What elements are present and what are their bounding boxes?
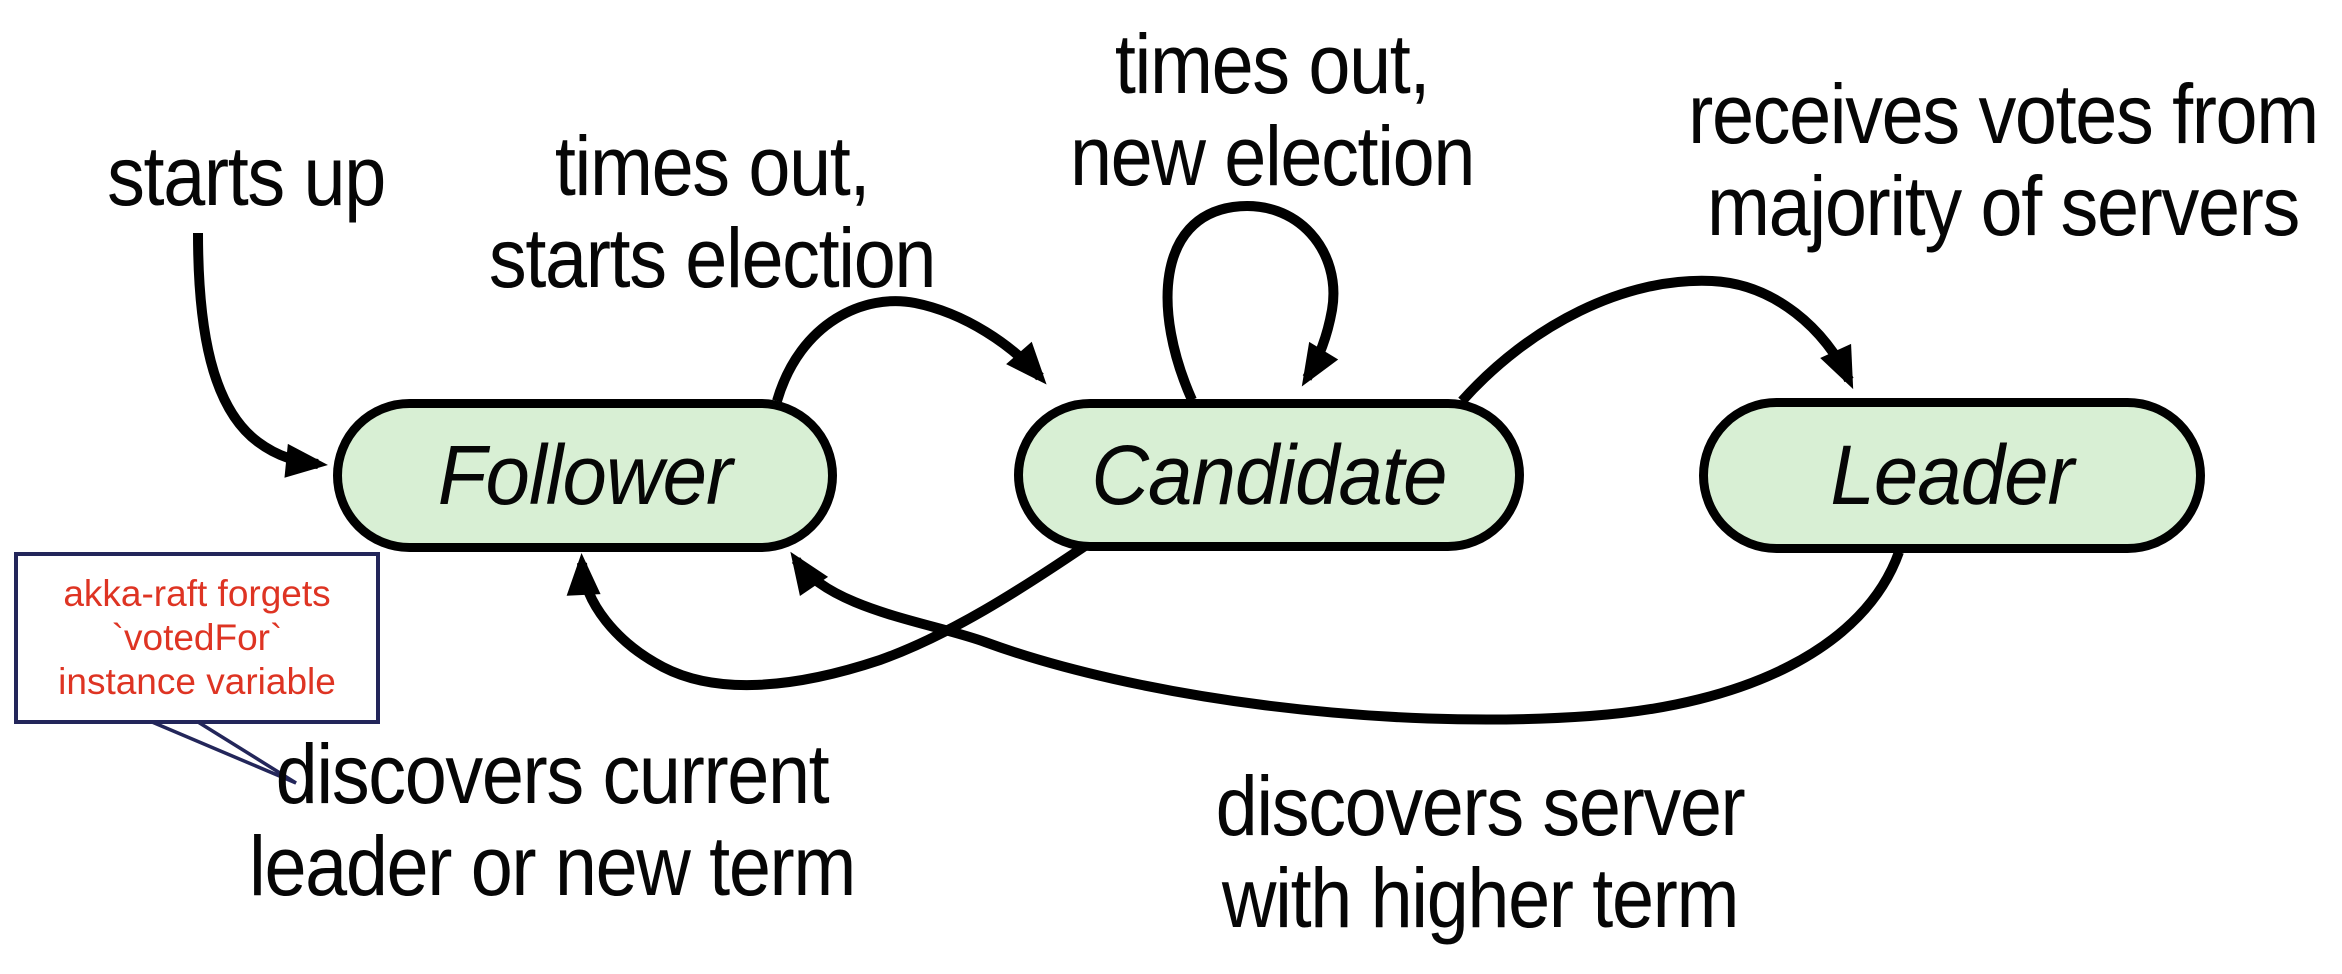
state-follower: Follower xyxy=(333,399,837,552)
label-times-out-new-election: times out, new election xyxy=(1069,17,1475,203)
label-line: starts election xyxy=(488,211,937,305)
annotation-callout: akka-raft forgets `votedFor` instance va… xyxy=(14,552,380,724)
state-follower-label: Follower xyxy=(438,428,733,522)
label-line: times out, xyxy=(554,119,871,213)
candidate-to-leader-arrow xyxy=(1458,275,1854,405)
label-line: new election xyxy=(1069,109,1475,203)
label-line: majority of servers xyxy=(1707,159,2300,253)
label-starts-up: starts up xyxy=(107,129,386,223)
annotation-line: akka-raft forgets xyxy=(63,573,331,614)
label-line: times out, xyxy=(1114,17,1431,111)
label-times-out-starts-election: times out, starts election xyxy=(488,119,937,305)
label-line: receives votes from xyxy=(1688,67,2319,161)
candidate-self-loop-arrow xyxy=(1162,201,1339,403)
label-line: starts up xyxy=(107,129,386,223)
label-line: leader or new term xyxy=(249,819,856,913)
label-line: discovers server xyxy=(1215,759,1746,853)
annotation-line: instance variable xyxy=(58,661,336,702)
annotation-pointer-line xyxy=(151,720,297,785)
state-candidate-label: Candidate xyxy=(1091,427,1447,522)
label-line: with higher term xyxy=(1221,851,1740,945)
state-leader-label: Leader xyxy=(1830,428,2075,522)
annotation-line: `votedFor` xyxy=(111,617,283,658)
state-candidate: Candidate xyxy=(1014,399,1524,551)
leader-to-follower-arrow xyxy=(790,550,1904,725)
label-line: discovers current xyxy=(275,727,830,821)
label-discovers-current: discovers current leader or new term xyxy=(249,727,856,913)
candidate-to-follower-arrow xyxy=(566,541,1088,691)
label-receives-votes: receives votes from majority of servers xyxy=(1688,67,2319,253)
state-leader: Leader xyxy=(1699,398,2205,553)
follower-to-candidate-arrow xyxy=(772,296,1047,403)
label-discovers-server: discovers server with higher term xyxy=(1215,759,1746,945)
starts-up-arrow xyxy=(193,232,328,478)
